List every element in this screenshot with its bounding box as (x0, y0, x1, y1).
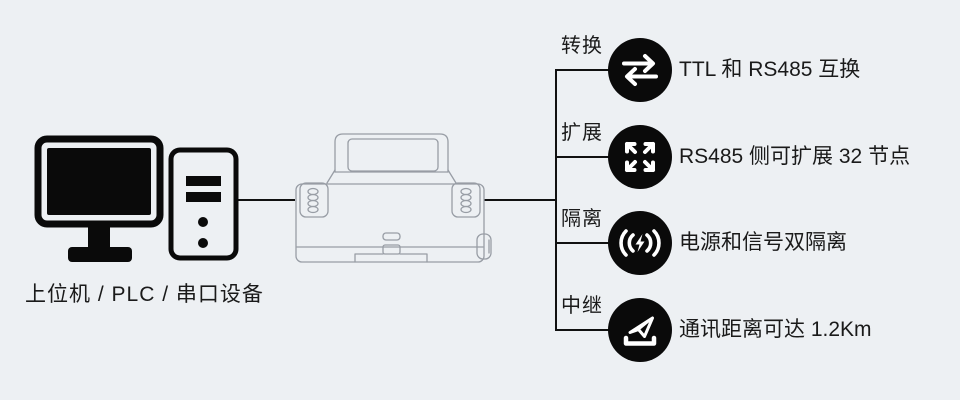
feature-icon-circle (608, 38, 672, 102)
connector-host-to-device (236, 199, 295, 201)
monitor-icon (34, 135, 164, 262)
feature-icon-circle (608, 125, 672, 189)
paper-plane-relay-icon (623, 316, 657, 346)
feature-icon-circle (608, 298, 672, 362)
tower-icon (168, 147, 239, 261)
feature-text: 电源和信号双隔离 (679, 231, 847, 254)
feature-tag-expand: 扩展 (561, 122, 603, 144)
feature-tag-isolation: 隔离 (561, 208, 603, 230)
source-label: 上位机 / PLC / 串口设备 (25, 283, 264, 306)
isolation-signal-icon (619, 229, 661, 257)
spine-line (555, 70, 557, 330)
feature-text: RS485 侧可扩展 32 节点 (679, 145, 911, 168)
feature-icon-circle (608, 211, 672, 275)
feature-tag-relay: 中继 (561, 295, 603, 317)
feature-tag-convert: 转换 (561, 35, 603, 57)
branch-line-4 (555, 329, 612, 331)
feature-text: TTL 和 RS485 互换 (679, 58, 861, 81)
connector-device-to-spine (484, 199, 556, 201)
feature-text: 通讯距离可达 1.2Km (679, 318, 872, 341)
swap-horizontal-icon (622, 54, 658, 86)
branch-line-2 (555, 156, 612, 158)
expand-arrows-icon (625, 142, 655, 172)
branch-line-1 (555, 69, 612, 71)
din-rail-converter-illustration (295, 133, 492, 263)
desktop-computer-icon (34, 135, 239, 262)
branch-line-3 (555, 242, 612, 244)
